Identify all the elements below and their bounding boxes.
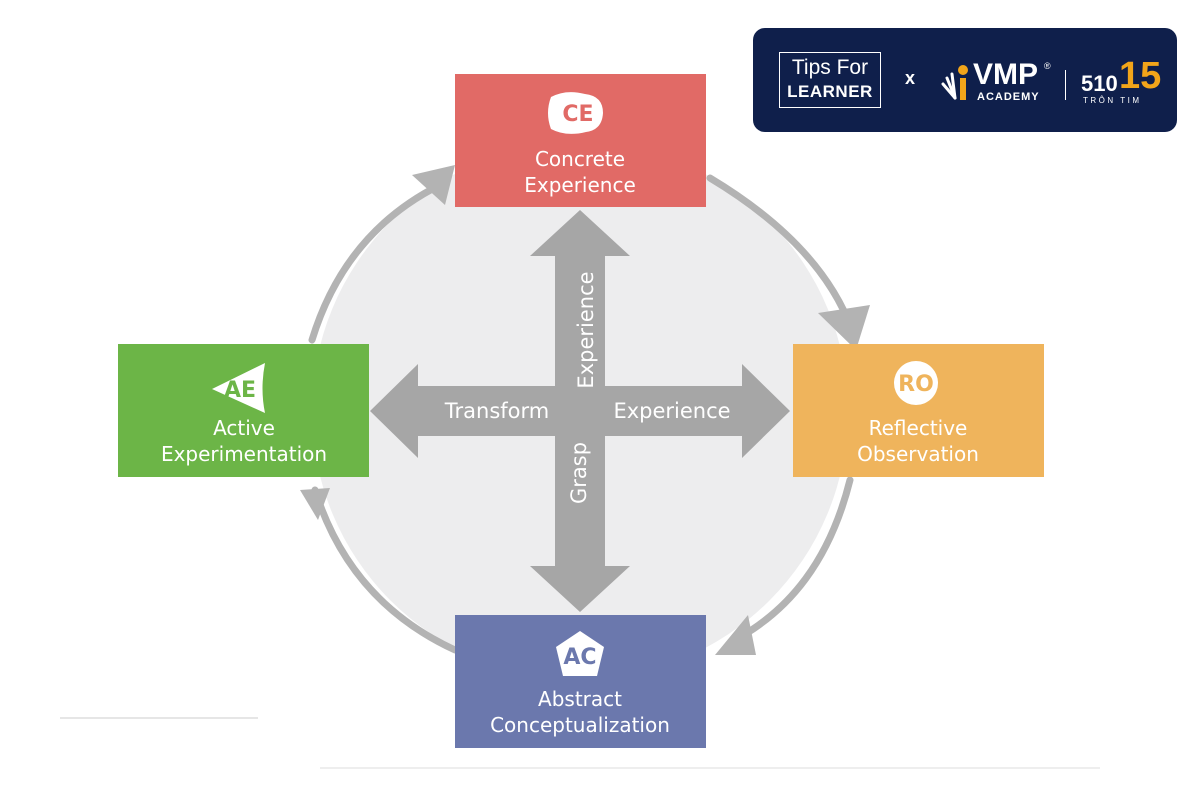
axis-label-down: Grasp xyxy=(567,442,591,504)
brand-banner: Tips For LEARNER x VMP ® ACADEMY 510 15 … xyxy=(753,28,1177,132)
abbr-ae: AE xyxy=(224,378,256,403)
arrowhead-ce xyxy=(412,165,455,205)
number-logo-part2: 15 xyxy=(1119,55,1162,97)
arc-ro-to-ac xyxy=(731,476,854,644)
horizontal-axis-arrow xyxy=(370,364,790,458)
cycle-arcs xyxy=(308,174,856,654)
axis-label-left: Transform xyxy=(444,399,549,423)
abbr-ro: RO xyxy=(898,372,934,397)
arc-ce-to-ro xyxy=(706,174,856,334)
vmp-fan-icon xyxy=(941,65,968,100)
label-ae-line2: Experimentation xyxy=(161,442,327,466)
label-ro-line1: Reflective xyxy=(869,416,968,440)
ce-badge-icon xyxy=(548,92,603,134)
arrowhead-ro xyxy=(818,305,870,350)
label-ce-line1: Concrete xyxy=(535,147,625,171)
brand-divider xyxy=(1065,70,1066,100)
arc-ae-to-ce xyxy=(308,181,444,344)
ac-badge-icon xyxy=(556,631,604,676)
number-logo-part1: 510 xyxy=(1081,71,1118,96)
label-ac-line2: Conceptualization xyxy=(490,713,670,737)
ro-badge-icon xyxy=(894,361,938,405)
cycle-arrowheads xyxy=(300,165,870,655)
arc-ac-to-ae xyxy=(311,486,459,654)
axis-label-right: Experience xyxy=(613,399,730,423)
arrowhead-ae xyxy=(300,488,330,520)
abbr-ac: AC xyxy=(563,645,596,670)
number-logo-sub: TRÔN TIM xyxy=(1083,96,1142,105)
label-ae-line1: Active xyxy=(213,416,275,440)
label-ac-line1: Abstract xyxy=(538,687,622,711)
tips-logo-line1: Tips For xyxy=(791,56,869,79)
node-active-experimentation: AE Active Experimentation xyxy=(118,344,369,477)
node-reflective-observation: RO Reflective Observation xyxy=(793,344,1044,477)
axis-label-up: Experience xyxy=(574,271,598,388)
axis-arrows xyxy=(370,210,790,612)
vmp-logo-name: VMP xyxy=(973,58,1039,91)
tips-logo-line2: LEARNER xyxy=(787,82,873,101)
brand-separator: x xyxy=(905,68,916,88)
abbr-ce: CE xyxy=(562,102,593,127)
node-concrete-experience: CE Concrete Experience xyxy=(455,74,706,207)
ae-badge-icon xyxy=(212,363,265,413)
vmp-registered-mark: ® xyxy=(1044,61,1051,71)
arrowhead-ac xyxy=(715,615,756,655)
label-ro-line2: Observation xyxy=(857,442,979,466)
tips-for-learner-logo: Tips For LEARNER xyxy=(779,52,881,108)
vmp-logo-sub: ACADEMY xyxy=(977,91,1040,103)
node-abstract-conceptualization: AC Abstract Conceptualization xyxy=(455,615,706,748)
node-box-ae xyxy=(118,344,369,477)
label-ce-line2: Experience xyxy=(524,173,636,197)
